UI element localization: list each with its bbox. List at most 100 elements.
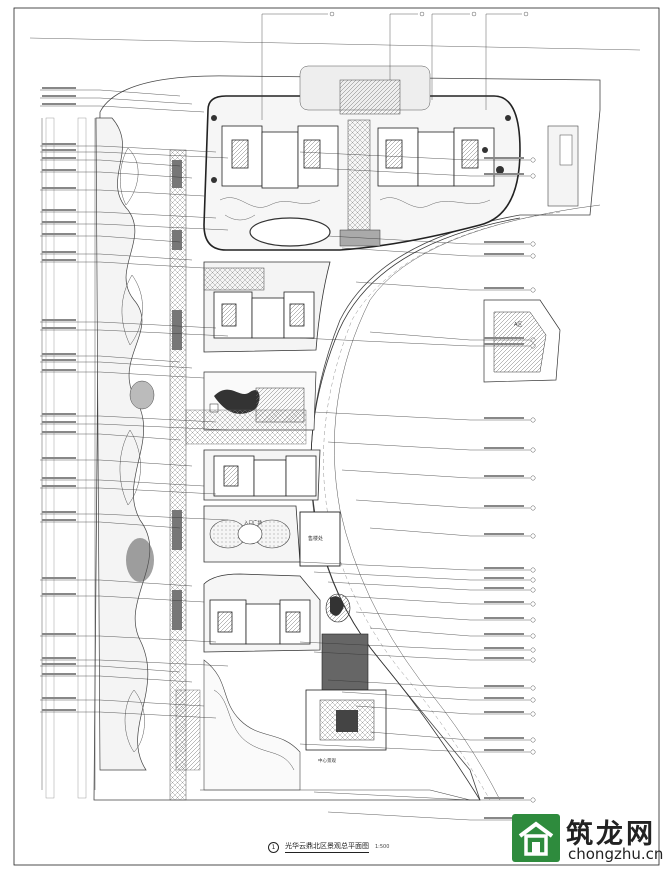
leader-line-right (327, 679, 530, 689)
river-pond-small (129, 380, 155, 410)
callout-text-stub (42, 95, 76, 97)
block-2-buildings (213, 291, 315, 339)
north-trees (211, 115, 511, 183)
leader-line-left (40, 211, 217, 219)
callout-text-stub (42, 633, 76, 635)
garden-3-feature (214, 389, 260, 414)
callout-text-stub (42, 709, 76, 711)
north-entrance-plaza (339, 79, 401, 115)
callout-text-stub (42, 511, 76, 513)
callout-text-stub (484, 817, 524, 819)
title-index: 1 (268, 841, 279, 853)
leader-line-right (341, 691, 530, 701)
leader-line-right (299, 641, 530, 651)
leaders-top (261, 11, 529, 120)
callout-text-stub (484, 749, 524, 751)
leader-line-left (40, 635, 217, 643)
callout-text-stub (484, 241, 524, 243)
leader-line-right (299, 151, 530, 161)
callout-marker (530, 797, 536, 803)
leader-line-right (313, 651, 530, 661)
south-boundary-line (200, 789, 471, 801)
callout-marker (530, 587, 536, 593)
callout-text-stub (42, 157, 76, 159)
callout-text-stub (484, 737, 524, 739)
leader-line-left (40, 521, 181, 529)
callout-marker (530, 505, 536, 511)
callout-text-stub (484, 173, 524, 175)
leader-line-left (40, 105, 205, 113)
callout-text-stub (42, 657, 76, 659)
east-road-centerline (323, 211, 561, 801)
leader-line-left (40, 513, 229, 521)
leader-line-right (299, 337, 530, 347)
callout-marker (530, 617, 536, 623)
north-buildings-west (221, 125, 339, 189)
callout-marker (530, 337, 536, 343)
block-4-buildings (213, 455, 317, 497)
sales-center-label: 售楼处 (308, 535, 323, 542)
callout-text-stub (484, 697, 524, 699)
callout-text-stub (484, 505, 524, 507)
callout-marker (530, 417, 536, 423)
river-island-1 (120, 147, 139, 206)
leader-line-right (313, 411, 530, 421)
callout-text-stub (484, 287, 524, 289)
callout-text-stub (42, 485, 76, 487)
callout-text-stub (42, 697, 76, 699)
leader-line-right (341, 595, 530, 605)
callout-text-stub (484, 587, 524, 589)
callout-text-stub (484, 533, 524, 535)
callout-marker (530, 173, 536, 179)
leader-line-right (355, 611, 530, 621)
leaders-left (40, 87, 229, 719)
leader-line-right (313, 791, 530, 801)
building-tag: A区 (514, 322, 522, 328)
callout-text-stub (42, 663, 76, 665)
south-garden (203, 659, 301, 791)
leader-line-right (313, 571, 530, 581)
leader-line-left (40, 145, 217, 153)
callout-text-stub (42, 251, 76, 253)
callout-marker (530, 633, 536, 639)
callout-text-stub (42, 477, 76, 479)
callout-marker (530, 697, 536, 703)
leader-line-left (40, 223, 229, 231)
callout-text-stub (42, 431, 76, 433)
leader-line-left (40, 261, 205, 269)
callout-marker (530, 287, 536, 293)
callout-text-stub (484, 567, 524, 569)
drawing-title: 光华云鼎北区景观总平面图 (285, 841, 369, 853)
leader-line-left (40, 89, 181, 97)
callout-text-stub (484, 657, 524, 659)
leader-line-right (299, 743, 530, 753)
block-5-buildings (209, 599, 311, 645)
south-walk-hatch (175, 689, 201, 771)
callout-text-stub (42, 103, 76, 105)
callout-text-stub (42, 233, 76, 235)
drawing-title-block: 1 光华云鼎北区景观总平面图 1:500 (268, 839, 389, 855)
block-2-plaza (203, 267, 265, 291)
callout-text-stub (42, 319, 76, 321)
callout-text-stub (484, 343, 524, 345)
callout-text-stub (42, 421, 76, 423)
callout-text-stub (42, 673, 76, 675)
callout-marker (530, 647, 536, 653)
walkway-blocks (172, 160, 182, 630)
callout-marker (530, 157, 536, 163)
east-building-mass (493, 311, 547, 373)
leader-line-left (40, 699, 205, 707)
green-house-logo-icon (512, 814, 560, 862)
leader-line-left (40, 415, 217, 423)
sales-center (299, 511, 341, 567)
leader-line-right (327, 581, 530, 591)
sheet-border (13, 7, 660, 866)
east-road-edge-2 (334, 204, 601, 801)
leader-line-left (40, 459, 193, 467)
callout-text-stub (42, 169, 76, 171)
leader-line-left (40, 711, 217, 719)
callout-text-stub (484, 447, 524, 449)
callout-text-stub (484, 417, 524, 419)
north-axis-walk (347, 119, 371, 231)
